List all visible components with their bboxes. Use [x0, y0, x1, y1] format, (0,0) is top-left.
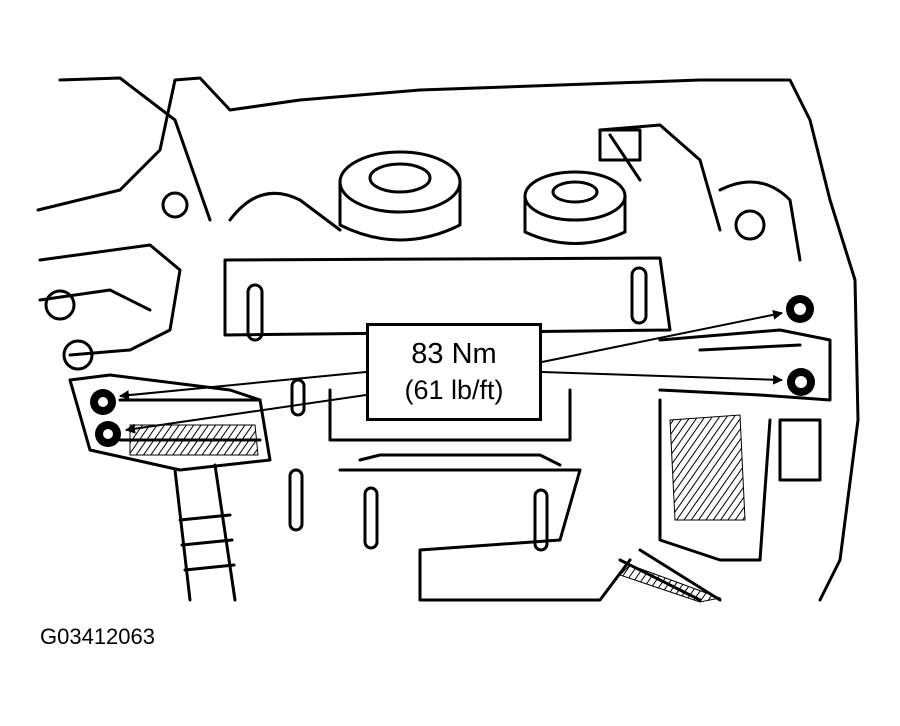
lower-housing: [338, 468, 632, 602]
pulley-right: [523, 170, 627, 222]
torque-callout: 83 Nm (61 lb/ft): [366, 323, 542, 421]
bolt-lower-left: [95, 421, 121, 447]
crossmember-bracket: [223, 256, 672, 337]
mount-arm-left: [68, 373, 272, 472]
bolt-lower-right: [787, 368, 815, 396]
leader-arrow-upper-left: [119, 371, 367, 401]
bracket-left: [58, 76, 212, 222]
leader-arrow-upper-right: [541, 309, 783, 363]
bay-outline: [36, 76, 860, 602]
leader-arrow-lower-right: [541, 371, 783, 385]
torque-metric-label: 83 Nm: [411, 338, 497, 370]
bolt-upper-left: [90, 389, 116, 415]
bolt-upper-right: [786, 295, 814, 323]
figure-id: G03412063: [40, 624, 155, 649]
torque-imperial-label: (61 lb/ft): [404, 375, 504, 405]
leader-arrow-lower-left: [125, 394, 367, 434]
pulley-left: [338, 150, 462, 214]
